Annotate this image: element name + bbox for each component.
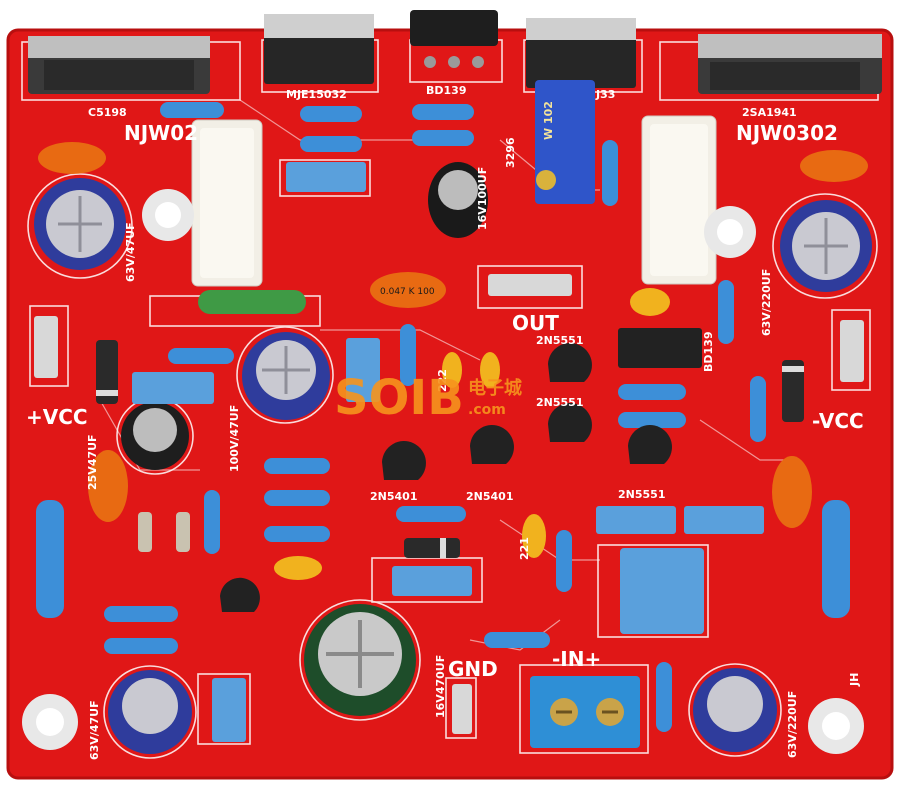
label-mje15032: MJE15032	[286, 88, 347, 101]
electrolytic-cap-16v100	[428, 162, 488, 238]
transistor-j33	[526, 18, 636, 88]
trim-potentiometer	[535, 80, 595, 204]
label-r-222: 222	[436, 369, 449, 392]
watermark-small: 电子城	[468, 377, 522, 399]
electrolytic-cap-25v47	[121, 402, 189, 470]
fuse-clip-left	[34, 316, 58, 378]
electrolytic-cap-63v47-bottom	[108, 670, 192, 754]
label-2n5551-a: 2N5551	[536, 334, 583, 347]
watermark-text: SOIB	[334, 370, 464, 426]
electrolytic-cap-63v220-top	[780, 200, 872, 292]
fuse-clip-gnd	[452, 684, 472, 734]
label-2n5551-c: 2N5551	[618, 488, 665, 501]
label-cap-100v47: 100V/47UF	[228, 405, 241, 472]
label-gnd: GND	[448, 657, 498, 681]
film-cap-marking: 0.047 K 100	[380, 287, 435, 297]
label-2sa1941: 2SA1941	[742, 106, 797, 119]
label-j33: J33	[595, 88, 615, 101]
film-capacitors	[38, 142, 868, 528]
label-2n5551-b: 2N5551	[536, 396, 583, 409]
mounting-hole-top-left	[142, 189, 194, 241]
label-cap-63v220-bottom: 63V/220UF	[786, 691, 799, 758]
ceramic-resistor-left	[191, 119, 263, 287]
electrolytic-cap-63v220-bottom	[693, 668, 777, 752]
transistor-mje15032	[264, 14, 374, 84]
mounting-hole-bottom-left	[22, 694, 78, 750]
mounting-hole-top-right	[704, 206, 756, 258]
watermark-sub: .com	[468, 402, 506, 418]
label-in: -IN+	[552, 647, 601, 671]
electrolytic-cap-16v470	[304, 604, 416, 716]
transistor-bd139-top	[410, 10, 498, 68]
label-pot-marking: W 102	[542, 101, 555, 140]
label-vcc-neg: -VCC	[812, 409, 864, 433]
label-cap-63v47-top: 63V/47UF	[124, 222, 137, 282]
watermark: SOIB 电子城 .com	[334, 370, 522, 426]
ceramic-resistor-right	[641, 115, 717, 285]
label-r-221: 221	[518, 537, 531, 560]
label-bd139-right: BD139	[702, 332, 715, 372]
fuse-clip-right	[840, 320, 864, 382]
label-out: OUT	[512, 311, 559, 335]
electrolytic-cap-63v47-top	[34, 178, 126, 270]
label-2n5401-a: 2N5401	[370, 490, 417, 503]
label-cap-63v220-top: 63V/220UF	[760, 269, 773, 336]
power-transistor-c5198	[28, 36, 210, 94]
label-cap-25v47: 25V47UF	[86, 434, 99, 490]
mounting-hole-bottom-right	[808, 698, 864, 754]
electrolytic-cap-100v47	[242, 332, 330, 420]
fuse-clip-out	[488, 274, 572, 296]
label-cap-16v100: 16V100UF	[476, 167, 489, 230]
label-njw-right: NJW0302	[736, 121, 838, 145]
label-bd139-top: BD139	[426, 84, 466, 97]
label-cap-16v470: 16V470UF	[434, 655, 447, 718]
input-terminal-block	[530, 676, 640, 748]
resistors	[36, 102, 850, 732]
diodes	[96, 340, 804, 558]
ceramic-caps	[274, 288, 670, 580]
box-capacitors	[132, 162, 764, 742]
label-2n5401-b: 2N5401	[466, 490, 513, 503]
label-vcc-pos: +VCC	[26, 405, 88, 429]
label-cap-63v47-bottom: 63V/47UF	[88, 700, 101, 760]
label-pot-code: 3296	[504, 137, 517, 168]
power-transistor-2sa1941	[698, 34, 882, 94]
label-c5198: C5198	[88, 106, 127, 119]
small-transistors	[220, 328, 702, 612]
label-jh: JH	[848, 673, 861, 687]
label-njw-left: NJW02	[124, 121, 198, 145]
